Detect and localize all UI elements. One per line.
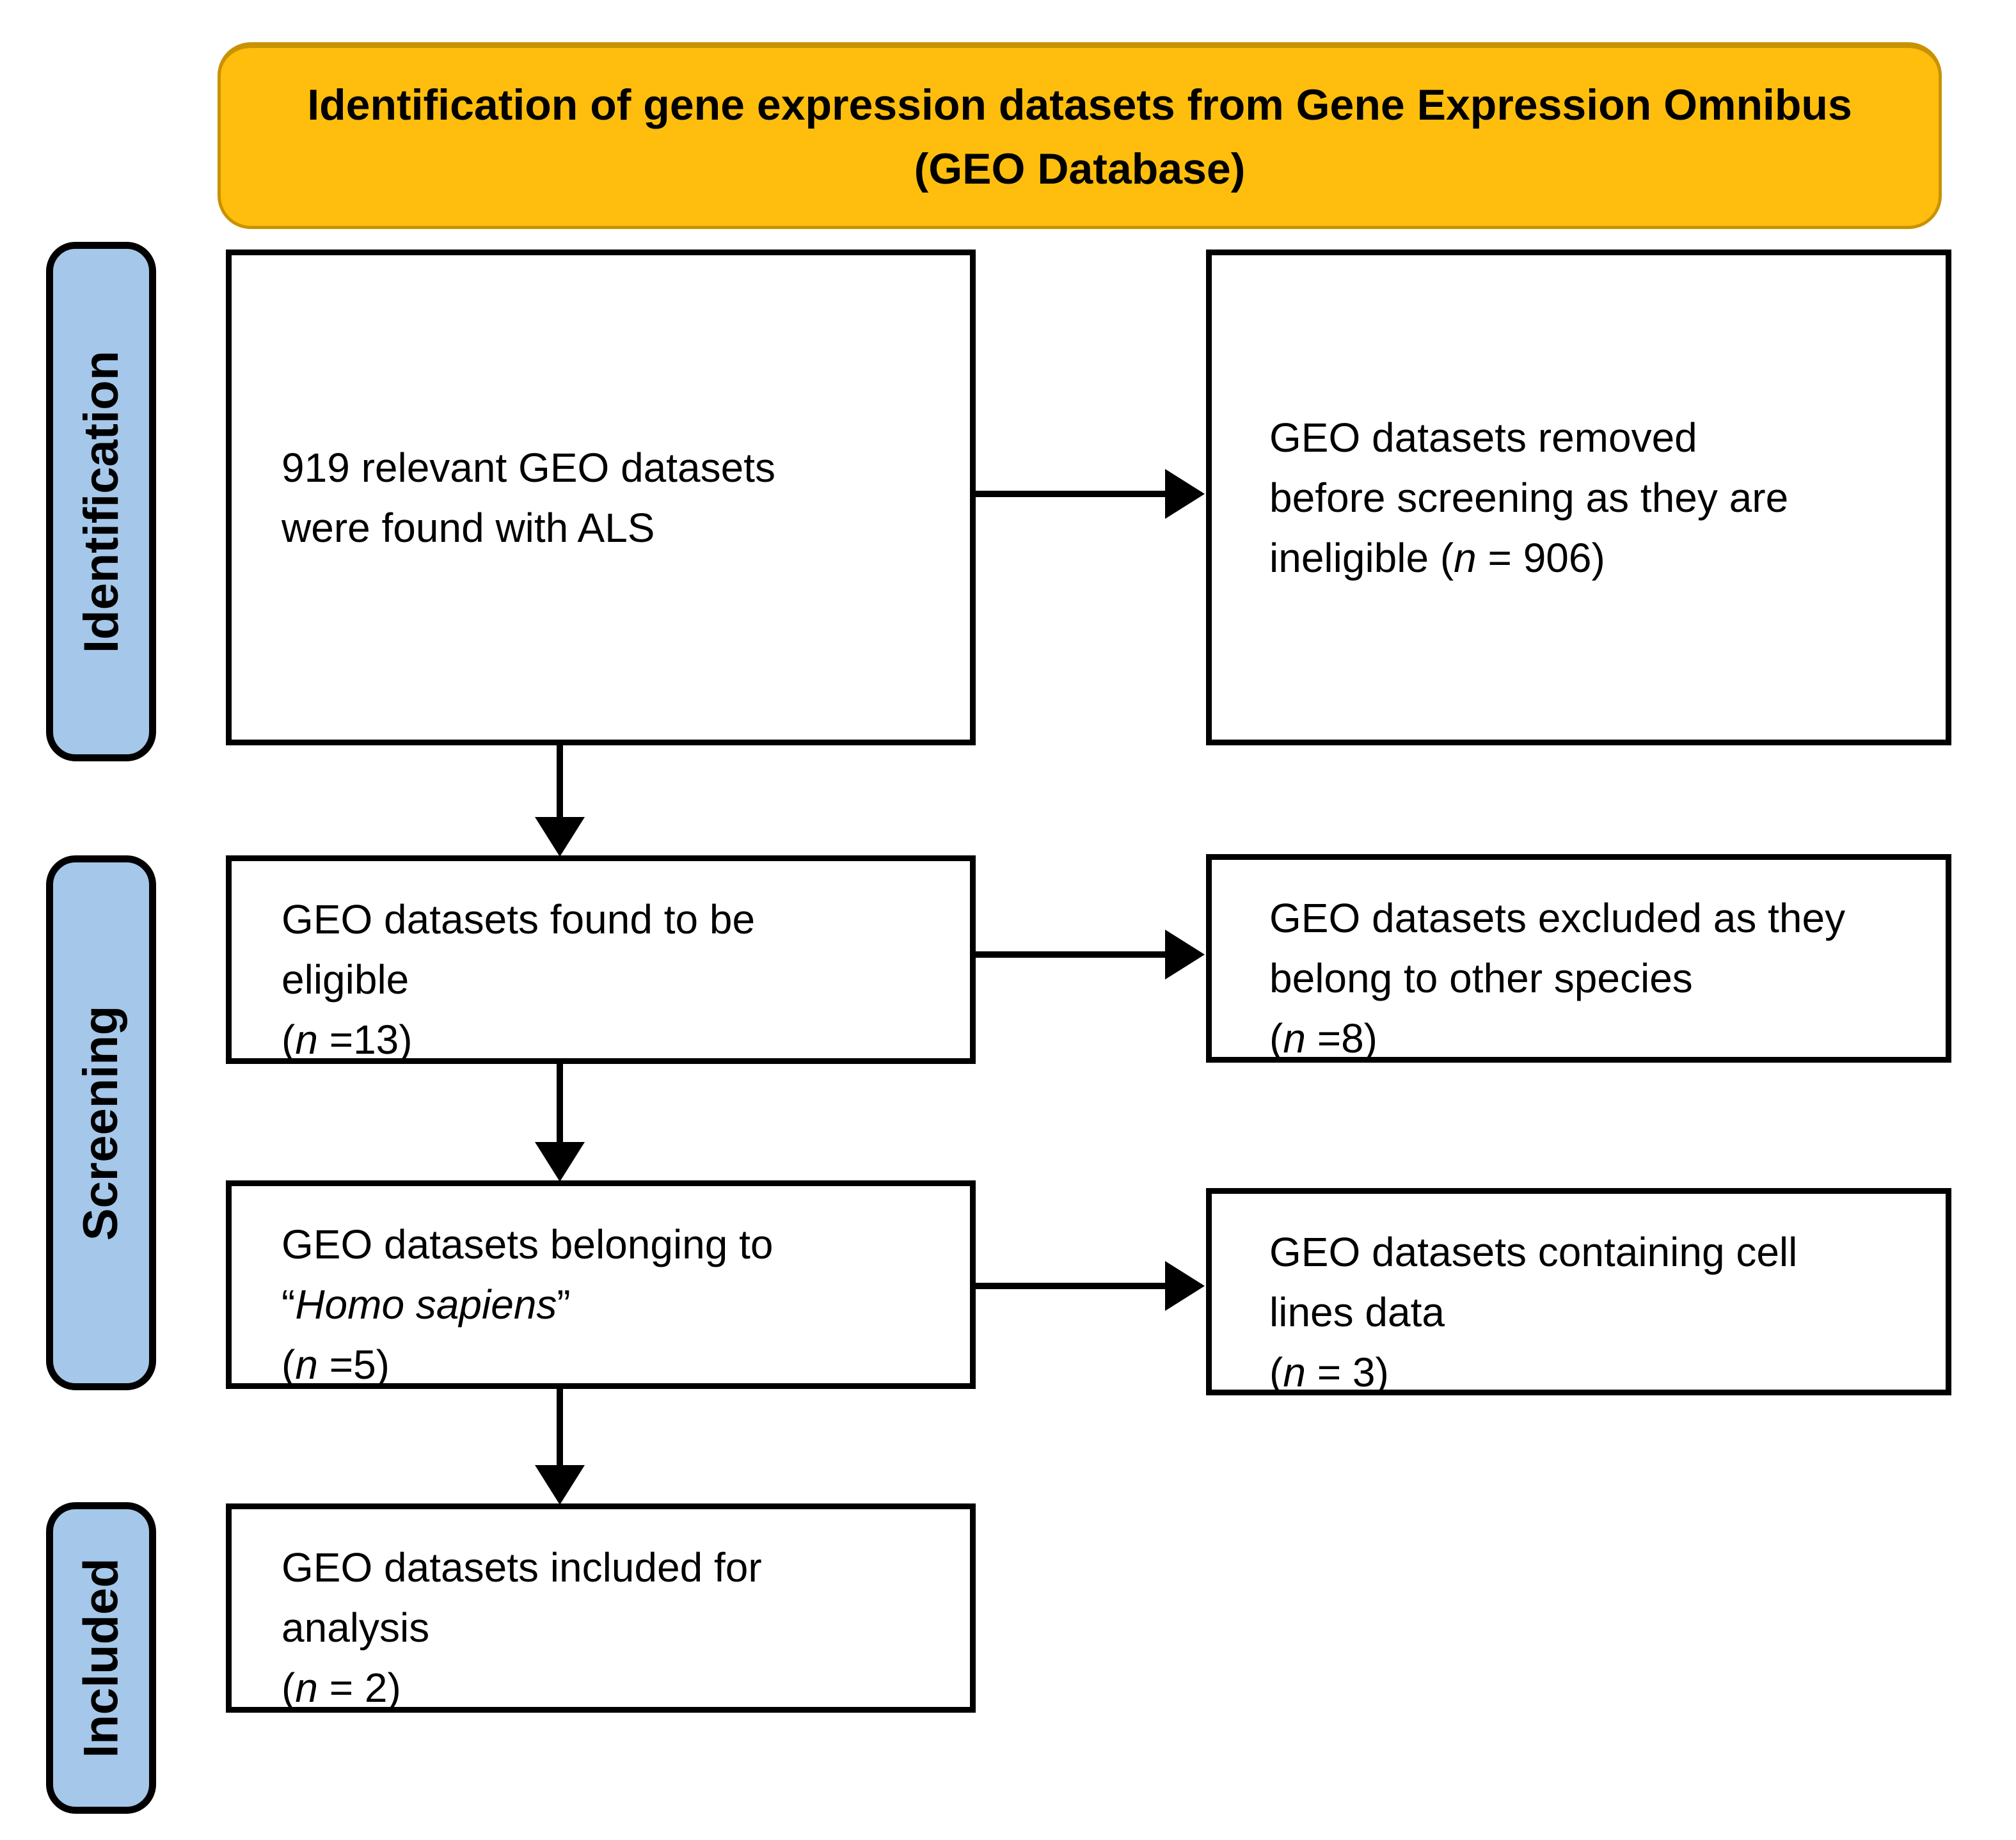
box-datasets-homo-sapiens: GEO datasets belonging to“Homo sapiens”(…	[226, 1180, 976, 1389]
arrow-homo-sapiens-to-cell-lines-shaft	[976, 1283, 1171, 1289]
diagram-title-line1: Identification of gene expression datase…	[307, 81, 1852, 129]
arrow-eligible-to-homo-sapiens-head-icon	[535, 1142, 585, 1182]
arrow-eligible-to-excluded-shaft	[976, 951, 1171, 958]
arrow-homo-sapiens-to-included-head-icon	[535, 1465, 585, 1505]
stage-label-included-text: Included	[74, 1558, 129, 1758]
arrow-eligible-to-excluded-head-icon	[1165, 930, 1205, 979]
arrow-identified-to-eligible-shaft	[557, 745, 563, 821]
stage-label-included: Included	[46, 1502, 156, 1814]
stage-label-identification: Identification	[46, 242, 156, 761]
arrow-homo-sapiens-to-cell-lines-head-icon	[1165, 1261, 1205, 1311]
arrow-homo-sapiens-to-included-shaft	[557, 1389, 563, 1467]
stage-label-screening: Screening	[46, 855, 156, 1390]
arrow-identified-to-removed-head-icon	[1165, 469, 1205, 519]
arrow-identified-to-eligible-head-icon	[535, 817, 585, 857]
stage-label-screening-text: Screening	[74, 1005, 129, 1241]
diagram-title-banner: Identification of gene expression datase…	[218, 42, 1942, 229]
stage-label-identification-text: Identification	[74, 350, 129, 653]
diagram-title-line2: (GEO Database)	[914, 145, 1246, 193]
arrow-eligible-to-homo-sapiens-shaft	[557, 1064, 563, 1144]
arrow-identified-to-removed-shaft	[976, 491, 1171, 497]
